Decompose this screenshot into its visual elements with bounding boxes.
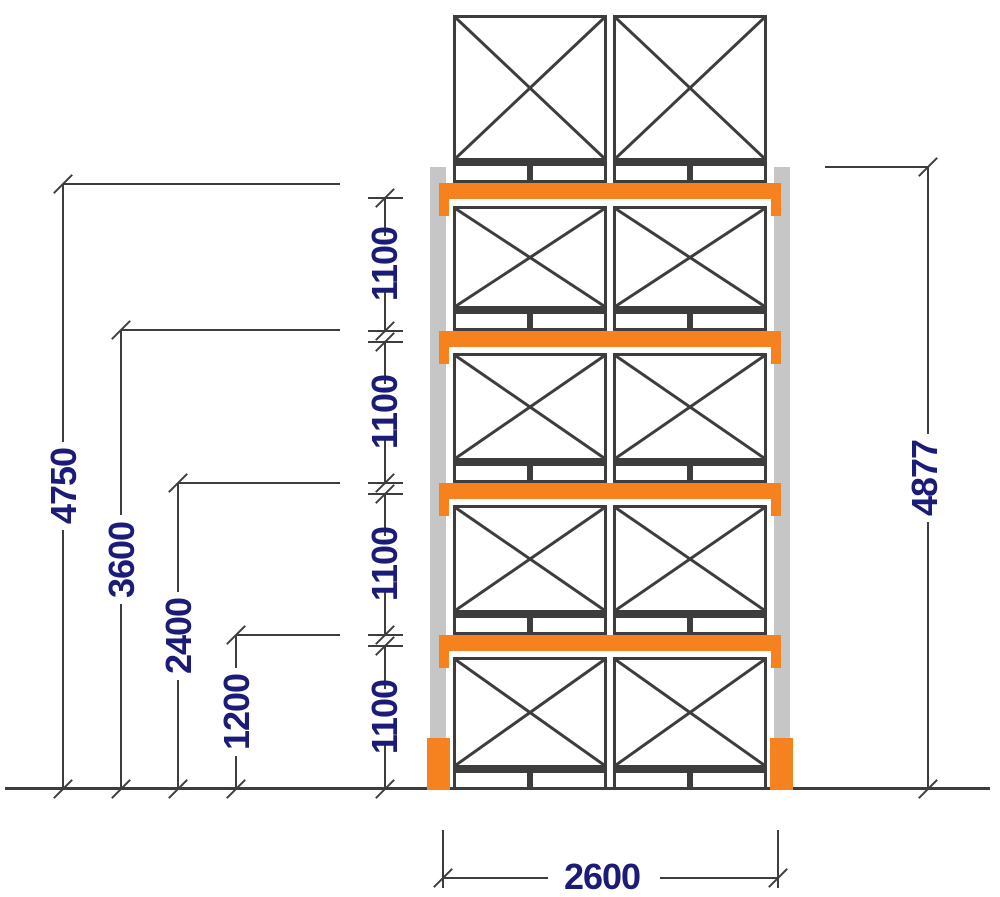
dim-line-3600-vertical — [120, 604, 122, 789]
pallet-load — [613, 353, 767, 461]
dim-line-2600-horizontal — [660, 877, 778, 879]
pallet — [613, 768, 767, 790]
dim-line-3600-vertical — [120, 330, 122, 515]
pallet — [613, 613, 767, 635]
dim-line-4877-vertical — [927, 522, 929, 789]
beam-bracket — [771, 499, 781, 516]
dim-line-2400-vertical — [177, 483, 179, 592]
dim-label-1100-a: 1100 — [364, 226, 405, 302]
beam-level-3 — [439, 331, 781, 364]
pallet-load — [453, 657, 607, 768]
beam-bracket — [439, 199, 449, 216]
dim-line-4750-vertical — [62, 184, 64, 442]
pallet-load — [613, 505, 767, 613]
dim-label-1100-c: 1100 — [364, 526, 405, 602]
pallet — [613, 309, 767, 331]
dim-line-4877-horizontal — [825, 166, 928, 168]
chain-segment — [384, 494, 386, 536]
rack-base-left — [427, 738, 450, 790]
beam-level-4 — [439, 183, 781, 216]
dim-line-4750-horizontal — [63, 183, 340, 185]
dim-label-3600: 3600 — [101, 521, 142, 599]
beam-bracket — [771, 347, 781, 364]
beam-bracket — [439, 347, 449, 364]
rack-upright-right — [774, 167, 790, 738]
beam-level-1 — [439, 635, 781, 668]
dim-line-2400-vertical — [177, 680, 179, 789]
beam-level-2 — [439, 483, 781, 516]
chain-segment — [384, 646, 386, 689]
chain-segment — [384, 745, 386, 789]
pallet — [453, 309, 607, 331]
rack-upright-left — [430, 167, 446, 738]
chain-segment — [384, 592, 386, 635]
dim-line-2600-extension — [442, 830, 444, 888]
pallet-load — [453, 353, 607, 461]
pallet-load — [453, 15, 607, 161]
pallet-load — [453, 206, 607, 309]
dim-line-3600-horizontal — [121, 329, 340, 331]
dim-label-2600: 2600 — [563, 856, 641, 897]
pallet-load — [613, 15, 767, 161]
pallet — [613, 461, 767, 483]
pallet-load — [613, 206, 767, 309]
dim-label-4877: 4877 — [904, 439, 945, 517]
beam-bracket — [439, 499, 449, 516]
dim-line-4877-vertical — [927, 167, 929, 434]
dim-label-4750: 4750 — [43, 447, 84, 525]
beam-bracket — [439, 651, 449, 668]
dim-label-1100-d: 1100 — [364, 679, 405, 755]
dim-line-1200-vertical — [235, 635, 237, 668]
pallet — [453, 613, 607, 635]
dim-line-1200-vertical — [235, 756, 237, 789]
dim-line-2400-horizontal — [178, 482, 340, 484]
chain-segment — [384, 198, 386, 236]
pallet — [453, 161, 607, 183]
beam-bracket — [771, 651, 781, 668]
chain-segment — [384, 342, 386, 384]
dim-label-2400: 2400 — [158, 597, 199, 675]
dim-line-4750-vertical — [62, 530, 64, 789]
pallet — [453, 768, 607, 790]
dim-label-1200: 1200 — [216, 673, 257, 751]
rack-base-right — [770, 738, 793, 790]
chain-segment — [384, 440, 386, 483]
pallet — [613, 161, 767, 183]
pallet-load — [453, 505, 607, 613]
dim-label-1100-b: 1100 — [364, 374, 405, 450]
chain-segment — [384, 292, 386, 331]
pallet — [453, 461, 607, 483]
dim-line-1200-horizontal — [236, 634, 340, 636]
dim-line-2600-extension — [777, 830, 779, 888]
dim-line-2600-horizontal — [443, 877, 548, 879]
beam-bracket — [771, 199, 781, 216]
pallet-load — [613, 657, 767, 768]
